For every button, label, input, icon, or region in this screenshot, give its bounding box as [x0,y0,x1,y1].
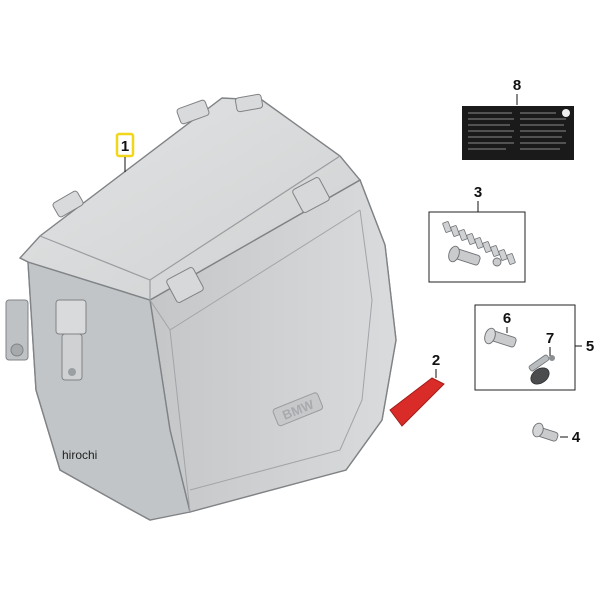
lid-hinge-right [166,177,330,303]
lid-latch-front-left [52,190,84,218]
callout-4: 4 [572,429,581,446]
lock-set-icon [474,304,582,391]
red-reflector-icon [389,377,445,427]
side-latch [55,299,87,381]
callout-3: 3 [474,184,482,201]
watermark: hirochi [62,448,97,462]
key-icon [528,354,555,385]
screw-icon [532,422,559,442]
aluminium-top-case-icon: BMW [5,93,397,521]
lock-cylinder-icon [484,327,517,348]
lid-latch-rear-left [176,93,264,125]
part-1-highlight-box [115,132,135,158]
callout-6: 6 [503,310,511,327]
information-label-icon [462,106,574,160]
callout-8: 8 [513,77,521,94]
callout-2: 2 [432,352,440,369]
callout-7: 7 [546,330,554,347]
callout-5: 5 [586,338,594,355]
callout-1: 1 [121,138,129,155]
side-mount-bracket [5,299,29,361]
rivet-set-icon [428,211,526,283]
